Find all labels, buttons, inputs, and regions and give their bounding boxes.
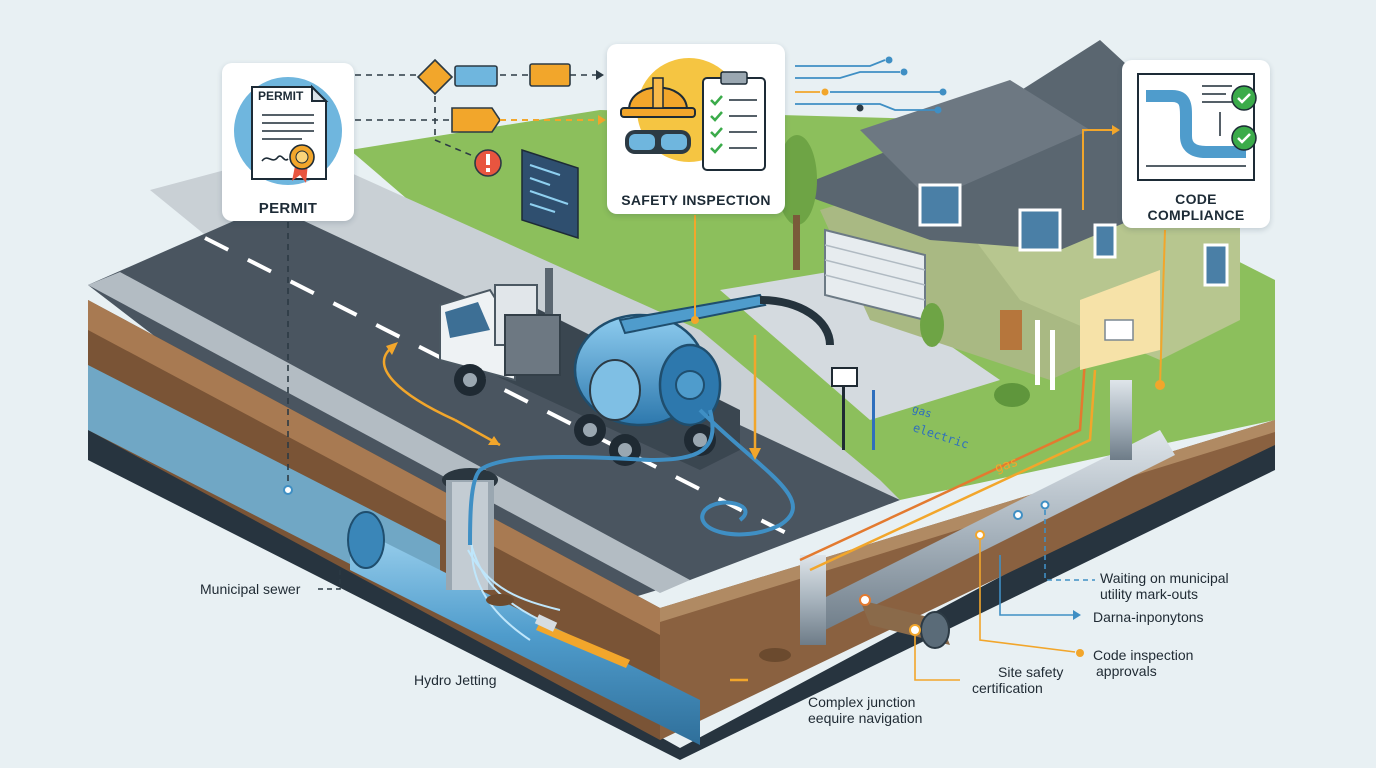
hydro-jetting-label: Hydro Jetting — [414, 672, 497, 688]
annotation-leaders — [318, 500, 1095, 681]
safety-icons — [620, 58, 766, 171]
jet-nozzle — [534, 614, 630, 668]
data-flow-lines — [795, 56, 947, 114]
debris — [486, 594, 791, 662]
lateral-pipe — [800, 380, 1175, 649]
code-compliance-label-2: COMPLIANCE — [1147, 207, 1245, 223]
complex-junction-label: Complex junction eequire navigation — [808, 694, 922, 726]
code-compliance-label-1: CODE — [1175, 191, 1217, 207]
soil-right-face — [660, 420, 1275, 740]
complex-junction-line-2: eequire navigation — [808, 710, 923, 726]
permit-card: PERMIT PERMIT — [222, 63, 354, 221]
checklist-icon — [702, 71, 766, 171]
trees — [777, 135, 1030, 407]
workflow-connectors — [355, 74, 596, 159]
road-surface — [88, 205, 900, 620]
code-inspection-label: Code inspection approvals — [1093, 647, 1193, 679]
warning-icon — [474, 149, 502, 177]
checkmark-icon — [1231, 85, 1257, 151]
site-safety-line-2: certification — [972, 680, 1043, 696]
code-compliance-card: CODE COMPLIANCE — [1122, 60, 1270, 228]
permit-label: PERMIT — [258, 200, 318, 217]
safety-inspection-card: SAFETY INSPECTION — [607, 44, 785, 214]
darna-label: Darna-inponytons — [1093, 609, 1204, 625]
waiting-label: Waiting on municipal utility mark-outs — [1100, 570, 1229, 602]
leader-lines — [283, 125, 1166, 495]
seal-icon — [289, 144, 315, 183]
permit-document-icon — [234, 77, 342, 185]
utility-lines — [799, 359, 1097, 572]
jetting-hose — [468, 408, 795, 546]
complex-junction-line-1: Complex junction — [808, 694, 916, 710]
pipe-diagram-icon — [1137, 73, 1257, 181]
workflow-nodes — [416, 58, 606, 133]
lane-dashes — [204, 236, 801, 542]
soil-top-band — [88, 300, 660, 635]
municipal-sewer-label: Municipal sewer — [200, 581, 301, 597]
code-inspection-line-1: Code inspection — [1093, 647, 1194, 663]
permit-doc-title: PERMIT — [258, 89, 304, 103]
vacuum-truck — [439, 268, 834, 470]
waiting-line-2: utility mark-outs — [1100, 586, 1199, 602]
goggles-icon — [625, 130, 691, 154]
code-screen-icon — [521, 148, 579, 240]
site-safety-label: Site safety certification — [972, 664, 1063, 696]
curb — [88, 272, 690, 593]
utility-flags — [831, 367, 875, 450]
code-inspection-line-2: approvals — [1096, 663, 1157, 679]
site-safety-line-1: Site safety — [998, 664, 1064, 680]
waiting-line-1: Waiting on municipal — [1100, 570, 1229, 586]
safety-inspection-label: SAFETY INSPECTION — [621, 192, 771, 208]
flow-arrows — [382, 335, 761, 682]
hard-hat-icon — [620, 77, 696, 118]
municipal-sewer-pipe — [347, 511, 700, 745]
connector-arrowhead — [596, 70, 604, 80]
